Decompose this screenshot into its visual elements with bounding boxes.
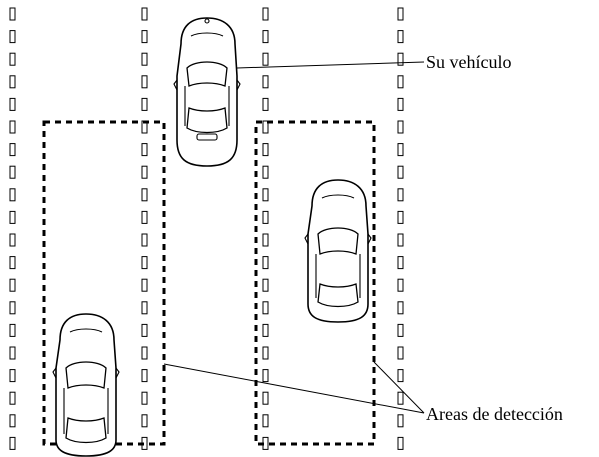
lane-marker-dash <box>141 301 148 315</box>
lane-marker-dash <box>9 75 16 89</box>
lane-marker-dash <box>262 165 269 179</box>
lane-marker-dash <box>397 256 404 270</box>
lane-marker-dash <box>9 7 16 21</box>
lane-marker-dash <box>397 301 404 315</box>
lane-marker-dash <box>397 120 404 134</box>
lane-marker-dash <box>397 436 404 450</box>
lane-marker-dash <box>262 301 269 315</box>
lane-marker-dash <box>397 414 404 428</box>
lane-marker-dash <box>397 165 404 179</box>
lane-marker-dash <box>9 278 16 292</box>
lane-marker-dash <box>141 391 148 405</box>
detection-area-right <box>254 120 376 446</box>
lane-marker-dash <box>262 233 269 247</box>
lane-marker-dash <box>9 391 16 405</box>
lane-marker-dash <box>141 7 148 21</box>
lane-marker-dash <box>262 120 269 134</box>
lane-marker-dash <box>9 233 16 247</box>
lane-marker-dash <box>9 301 16 315</box>
lane-marker-dash <box>141 414 148 428</box>
lane-marker-dash <box>141 30 148 44</box>
lane-marker-dash <box>262 52 269 66</box>
lane-marker-dash <box>262 30 269 44</box>
lane-marker-dash <box>141 165 148 179</box>
lane-marker-dash <box>9 52 16 66</box>
lane-marker-dash <box>262 7 269 21</box>
lane-marker-dash <box>397 323 404 337</box>
lane-marker-dash <box>397 97 404 111</box>
leader-line-own-vehicle <box>236 61 425 69</box>
vehicle-right-lane <box>304 179 372 323</box>
vehicle-left-lane <box>52 313 120 457</box>
lane-marker-dash <box>9 323 16 337</box>
lane-marker-dash <box>9 143 16 157</box>
lane-marker-dash <box>262 256 269 270</box>
lane-marker-dash <box>397 391 404 405</box>
lane-marker-dash <box>397 233 404 247</box>
lane-marker-dash <box>397 75 404 89</box>
lane-marker-dash <box>141 278 148 292</box>
lane-marker-dash <box>397 7 404 21</box>
leader-line-detection-right <box>373 361 425 414</box>
lane-marker-dash <box>9 369 16 383</box>
lane-markers <box>9 7 404 450</box>
lane-marker-dash <box>397 188 404 202</box>
own-vehicle-label: Su vehículo <box>426 52 512 72</box>
lane-marker-dash <box>141 188 148 202</box>
lane-marker-dash <box>9 97 16 111</box>
lane-marker-dash <box>9 30 16 44</box>
lane-marker-dash <box>262 414 269 428</box>
detection-area-left <box>42 120 166 446</box>
lane-marker-dash <box>9 346 16 360</box>
lane-marker-dash <box>262 346 269 360</box>
lane-marker-dash <box>141 52 148 66</box>
lane-marker-dash <box>397 52 404 66</box>
lane-marker-dash <box>397 369 404 383</box>
lane-marker-dash <box>262 323 269 337</box>
lane-marker-dash <box>397 143 404 157</box>
lane-marker-dash <box>141 143 148 157</box>
lane-marker-dash <box>9 414 16 428</box>
lane-marker-dash <box>262 210 269 224</box>
lane-marker-dash <box>397 278 404 292</box>
lane-marker-dash <box>262 391 269 405</box>
lane-marker-dash <box>262 75 269 89</box>
lane-marker-dash <box>141 97 148 111</box>
detection-areas-label: Areas de detección <box>426 404 563 424</box>
lane-marker-dash <box>262 188 269 202</box>
lane-marker-dash <box>397 346 404 360</box>
own-vehicle <box>173 17 241 167</box>
lane-marker-dash <box>141 210 148 224</box>
leader-line-detection-left <box>163 363 425 414</box>
lane-marker-dash <box>9 256 16 270</box>
lane-marker-dash <box>262 278 269 292</box>
lane-marker-dash <box>141 346 148 360</box>
lane-marker-dash <box>9 188 16 202</box>
lane-marker-dash <box>141 323 148 337</box>
lane-marker-dash <box>141 233 148 247</box>
lane-marker-dash <box>262 97 269 111</box>
lane-marker-dash <box>262 143 269 157</box>
lane-marker-dash <box>141 369 148 383</box>
lane-marker-dash <box>397 30 404 44</box>
lane-marker-dash <box>141 256 148 270</box>
lane-marker-dash <box>9 120 16 134</box>
lane-marker-dash <box>141 75 148 89</box>
lane-marker-dash <box>397 210 404 224</box>
lane-marker-dash <box>262 369 269 383</box>
lane-marker-dash <box>9 165 16 179</box>
lane-marker-dash <box>9 436 16 450</box>
lane-marker-dash <box>9 210 16 224</box>
